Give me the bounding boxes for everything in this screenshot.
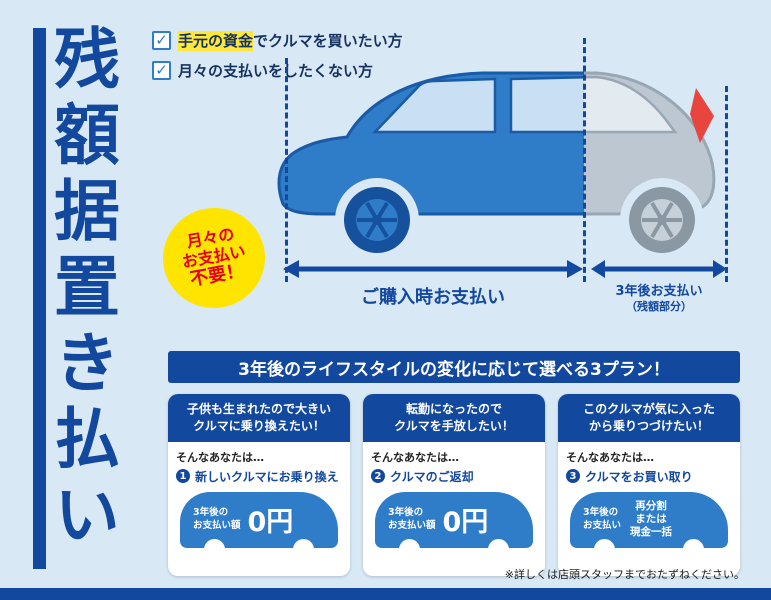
- plan-header-line1: 子供も生まれたので大きい: [186, 402, 331, 416]
- plan-header-line2: クルマを手放したい！: [394, 418, 514, 433]
- plan-card-header: このクルマが気に入った から乗りつづけたい！: [558, 394, 740, 442]
- plan-card-1: 子供も生まれたので大きい クルマに乗り換えたい！ そんなあなたは… 1 新しいク…: [168, 394, 350, 576]
- checkbox-check-icon: ✓: [152, 61, 171, 80]
- three-plans-banner: 3年後のライフスタイルの変化に応じて選べる3プラン！: [168, 351, 740, 383]
- amount-label: 3年後の お支払い額: [388, 507, 436, 532]
- amount-label-line1: 3年後の: [388, 507, 424, 519]
- checklist-text: 月々の支払いをしたくない方: [178, 60, 373, 81]
- plan-card-body: そんなあなたは… 3 クルマをお買い取り 3年後の お支払い 再分割 または: [558, 442, 740, 576]
- checkbox-check-icon: ✓: [152, 31, 171, 50]
- mini-car-wheel-icon: [204, 538, 225, 560]
- plan-header-line2: から乗りつづけたい！: [588, 418, 710, 433]
- mini-car-wheel-icon: [594, 538, 615, 560]
- mini-car-wheel-icon: [683, 538, 704, 560]
- checklist-item: ✓ 手元の資金でクルマを買いたい方: [152, 30, 403, 51]
- plan-lead-text: そんなあなたは…: [176, 450, 264, 464]
- mini-car-body: 3年後の お支払い額 0円: [180, 491, 338, 548]
- amount-label-line2: お支払い額: [193, 519, 241, 531]
- residual-payment-label: 3年後お支払い （残額部分）: [589, 284, 729, 314]
- plan-header-line1: 転勤になったので: [405, 402, 502, 416]
- mini-car-body: 3年後の お支払い 再分割 または 現金一括: [570, 491, 728, 548]
- mini-car-graphic: 3年後の お支払い 再分割 または 現金一括: [570, 491, 728, 566]
- amount-label-line1: 3年後の: [583, 507, 619, 519]
- residual-payment-arrow-icon: [591, 260, 727, 278]
- car-front-blue-section: [277, 71, 584, 262]
- rear-wheel-icon: [629, 187, 695, 253]
- plan-cards-row: 子供も生まれたので大きい クルマに乗り換えたい！ そんなあなたは… 1 新しいク…: [168, 394, 740, 576]
- amount-label-line2: お支払い額: [388, 519, 436, 531]
- divider-dashed-center: [583, 38, 586, 282]
- amount-label-line1: 3年後の: [193, 507, 229, 519]
- purchase-payment-arrow-icon: [283, 260, 583, 278]
- divider-dashed-right: [725, 86, 728, 282]
- amount-label: 3年後の お支払い額: [193, 507, 241, 532]
- amount-value: 0円: [442, 507, 489, 539]
- mini-car-wheel-icon: [488, 538, 509, 560]
- amount-value: 0円: [247, 507, 294, 539]
- plan-number-icon: 2: [371, 469, 385, 484]
- plan-card-body: そんなあなたは… 1 新しいクルマにお乗り換え 3年後の お支払い額 0円: [168, 442, 350, 576]
- amount-label: 3年後の お支払い: [583, 507, 621, 532]
- plain-text: 月々の支払いをしたくない方: [178, 62, 374, 80]
- front-wheel-icon: [344, 187, 410, 253]
- target-audience-checklist: ✓ 手元の資金でクルマを買いたい方 ✓ 月々の支払いをしたくない方: [152, 30, 403, 81]
- bottom-accent-bar: [0, 588, 771, 600]
- checklist-item: ✓ 月々の支払いをしたくない方: [152, 60, 403, 81]
- mini-car-wheel-icon: [399, 538, 420, 560]
- highlighted-text: 手元の資金: [178, 31, 254, 51]
- vertical-title: 残額据置き払い: [43, 24, 120, 556]
- plan-number-icon: 1: [176, 469, 190, 484]
- plan-lead-text: そんなあなたは…: [566, 450, 654, 464]
- left-accent-bar: [33, 28, 46, 569]
- car-rear-gray-section: [584, 71, 716, 262]
- plan-option-line: 3 クルマをお買い取り: [566, 468, 732, 485]
- plan-option-label: クルマをお買い取り: [585, 469, 693, 484]
- mini-car-body: 3年後の お支払い額 0円: [375, 491, 533, 548]
- plan-option-line: 1 新しいクルマにお乗り換え: [176, 468, 342, 485]
- footnote: ※詳しくは店頭スタッフまでおたずねください。: [504, 568, 745, 581]
- car-illustration: [277, 71, 716, 262]
- residual-payment-label-line1: 3年後お支払い: [615, 284, 703, 299]
- plan-option-line: 2 クルマのご返却: [371, 468, 537, 485]
- plan-header-line1: このクルマが気に入った: [583, 402, 715, 416]
- plan-option-label: クルマのご返却: [390, 469, 474, 484]
- amount-value-line2: または: [635, 513, 667, 526]
- plan-card-3: このクルマが気に入った から乗りつづけたい！ そんなあなたは… 3 クルマをお買…: [558, 394, 740, 576]
- taillight-icon: [690, 88, 714, 143]
- divider-dashed-left: [285, 58, 288, 282]
- plan-card-header: 子供も生まれたので大きい クルマに乗り換えたい！: [168, 394, 350, 442]
- amount-value-line3: 現金一括: [630, 526, 673, 539]
- no-monthly-payment-badge: 月々の お支払い 不要！: [155, 199, 273, 317]
- plan-card-body: そんなあなたは… 2 クルマのご返却 3年後の お支払い額 0円: [363, 442, 545, 576]
- plan-card-header: 転勤になったので クルマを手放したい！: [363, 394, 545, 442]
- plan-card-2: 転勤になったので クルマを手放したい！ そんなあなたは… 2 クルマのご返却 3…: [363, 394, 545, 576]
- plan-lead-text: そんなあなたは…: [371, 450, 459, 464]
- residual-payment-label-line2: （残額部分）: [626, 300, 692, 314]
- mini-car-graphic: 3年後の お支払い額 0円: [180, 491, 338, 566]
- plan-option-label: 新しいクルマにお乗り換え: [195, 469, 339, 484]
- mini-car-wheel-icon: [293, 538, 314, 560]
- plan-header-line2: クルマに乗り換えたい！: [193, 418, 325, 433]
- purchase-payment-label: ご購入時お支払い: [361, 287, 505, 308]
- amount-value: 再分割 または 現金一括: [630, 500, 672, 539]
- plain-text: でクルマを買いたい方: [253, 32, 403, 50]
- amount-label-line2: お支払い: [583, 519, 622, 531]
- mini-car-graphic: 3年後の お支払い額 0円: [375, 491, 533, 566]
- checklist-text: 手元の資金でクルマを買いたい方: [178, 30, 403, 51]
- plan-number-icon: 3: [566, 469, 580, 484]
- amount-value-line1: 再分割: [635, 499, 667, 512]
